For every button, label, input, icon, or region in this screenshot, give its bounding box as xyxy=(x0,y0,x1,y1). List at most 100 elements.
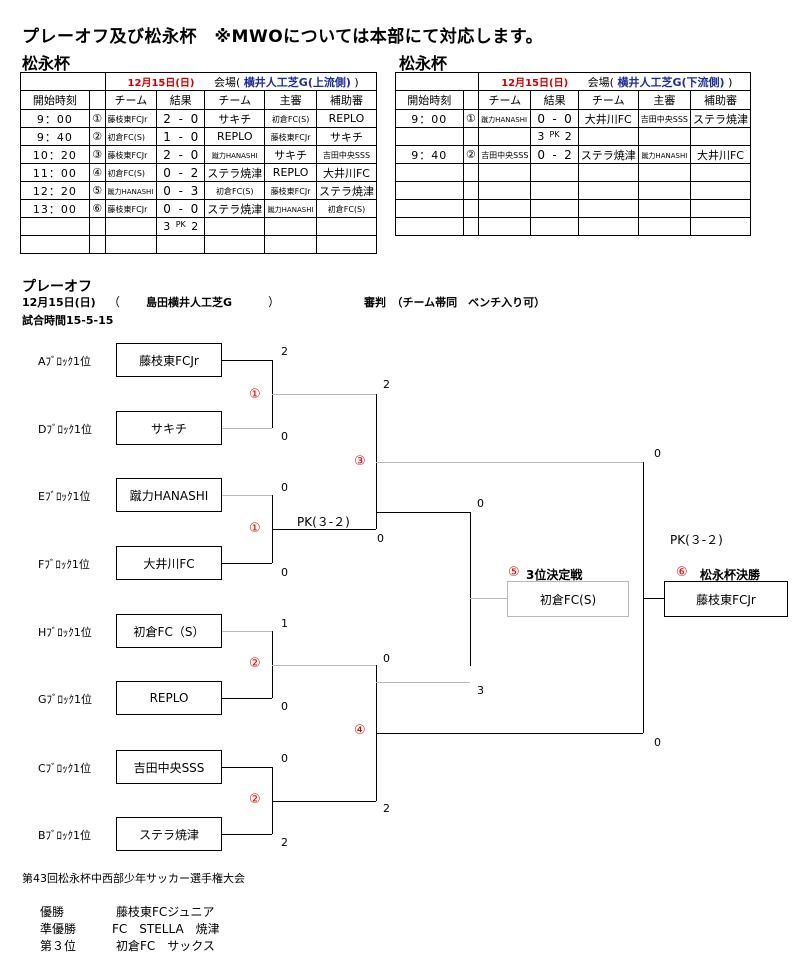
assistant-referee: REPLO xyxy=(328,112,365,125)
header-team2: チーム xyxy=(204,90,266,110)
match-number: ① xyxy=(465,112,476,125)
match-mark: ① xyxy=(249,387,261,402)
assistant-referee: 吉田中央SSS xyxy=(322,151,371,160)
final-score: 0 xyxy=(654,447,661,460)
venue-row: 12月15日(日) 会場( 横井人工芝G(下流側) ) xyxy=(394,72,751,91)
bracket-line xyxy=(272,800,376,802)
pk-label: PK xyxy=(175,220,186,229)
score-cell: 0-3 xyxy=(159,184,202,198)
r1-score: 0 xyxy=(281,430,288,443)
semi-score: 3 xyxy=(477,684,484,697)
venue-suffix: ) xyxy=(354,75,359,89)
bracket-line xyxy=(470,598,507,599)
score-cell: 0-2 xyxy=(533,148,575,162)
third-place-label: 3位決定戦 xyxy=(526,568,583,582)
match-number: ① xyxy=(92,112,103,125)
venue-suffix: ) xyxy=(728,75,733,89)
section-title-lower: 松永杯 xyxy=(399,54,448,73)
match-number: ② xyxy=(465,148,476,161)
header-row: 開始時刻 チーム 結果 チーム 主審 補助審 xyxy=(395,90,752,110)
rank-3-team: 初倉FC サックス xyxy=(116,939,215,953)
score-2: 0 xyxy=(190,129,199,144)
block-label: Cﾌﾞﾛｯｸ1位 xyxy=(38,762,92,775)
team-1: 藤枝東FCJr xyxy=(107,205,148,214)
score-dash: - xyxy=(178,165,183,180)
r2-score: 2 xyxy=(383,802,390,815)
team-1: 藤枝東FCJr xyxy=(107,151,148,160)
venue-name: 横井人工芝G(下流側) xyxy=(617,75,725,89)
score-cell: 0-0 xyxy=(533,112,575,126)
playoff-title: プレーオフ xyxy=(22,279,92,295)
section-title-upper: 松永杯 xyxy=(22,54,71,73)
rank-3: 第３位 xyxy=(40,939,77,953)
header-referee: 主審 xyxy=(264,90,317,110)
playoff-match-time: 試合時間15-5-15 xyxy=(22,314,114,327)
assistant-referee: ステラ焼津 xyxy=(692,112,748,126)
assistant-referee: 初倉FC(S) xyxy=(327,205,366,214)
team-1: 蹴力HANASHI xyxy=(481,116,528,124)
bracket-line xyxy=(222,631,272,632)
final-score: 0 xyxy=(654,736,661,749)
team-2: 蹴力HANASHI xyxy=(211,152,258,160)
pk-score: 3 PK 2 xyxy=(159,220,202,233)
score-1: 0 xyxy=(537,111,546,126)
match-mark: ② xyxy=(249,656,261,671)
r1-score: 0 xyxy=(281,752,288,765)
start-time: 9：40 xyxy=(36,130,73,144)
playoff-venue: 島田横井人工芝G xyxy=(146,296,233,309)
team-1: 初倉FC(S) xyxy=(107,133,146,142)
block-label: Aﾌﾞﾛｯｸ1位 xyxy=(38,355,92,368)
team-1: 藤枝東FCJr xyxy=(107,115,148,124)
third-place-team: 初倉FC(S) xyxy=(507,581,629,617)
table-row: 3 PK 2 xyxy=(20,217,378,236)
team-box: REPLO xyxy=(116,681,222,715)
bracket-line xyxy=(222,767,272,768)
rank-1: 優勝 xyxy=(40,905,65,919)
team-box: ステラ焼津 xyxy=(116,817,222,851)
score-cell: 2-0 xyxy=(159,112,202,126)
score-2: 0 xyxy=(190,201,199,216)
match-number: ⑤ xyxy=(92,184,103,197)
r1-score: 2 xyxy=(281,345,288,358)
referee: 藤枝東FCJr xyxy=(270,133,311,142)
r1-score: 1 xyxy=(281,617,288,630)
bracket-line xyxy=(376,394,377,529)
pk-label: PK(３-２) xyxy=(670,533,723,547)
team-2: ステラ焼津 xyxy=(207,202,263,216)
block-label: Eﾌﾞﾛｯｸ1位 xyxy=(38,490,91,503)
table-row xyxy=(395,217,752,236)
pk-label: PK(３-２) xyxy=(297,515,350,529)
schedule-table-upper: 12月15日(日) 会場( 横井人工芝G(上流側) ) 開始時刻 チーム 結果 … xyxy=(20,72,378,254)
team-2: サキチ xyxy=(218,112,252,126)
score-1: 1 xyxy=(163,129,171,144)
start-time: 11：00 xyxy=(32,166,77,180)
paren-open: （ xyxy=(108,295,121,309)
bracket-line xyxy=(222,428,272,429)
team-2: ステラ焼津 xyxy=(580,148,636,162)
semi-score: 0 xyxy=(477,497,484,510)
match-mark: ② xyxy=(249,792,261,807)
playoff-date: 12月15日(日) xyxy=(22,296,96,309)
start-time: 9：40 xyxy=(411,148,448,162)
pk-a: 3 xyxy=(163,220,171,233)
bracket-line xyxy=(222,834,272,835)
match-number: ② xyxy=(92,130,103,143)
date-label: 12月15日(日) xyxy=(501,77,569,89)
score-1: 0 xyxy=(163,165,171,180)
pk-b: 2 xyxy=(191,220,199,233)
score-cell: 1-0 xyxy=(159,130,202,144)
bracket-line xyxy=(470,512,471,666)
assistant-referee: ステラ焼津 xyxy=(318,184,374,198)
match-number: ④ xyxy=(92,166,103,179)
score-cell: 0-2 xyxy=(159,166,202,180)
assistant-referee: 大井川FC xyxy=(322,166,370,180)
score-dash: - xyxy=(178,201,183,216)
score-1: 0 xyxy=(163,183,171,198)
venue-name: 横井人工芝G(上流側) xyxy=(243,75,351,89)
score-2: 0 xyxy=(190,111,199,126)
referee: 藤枝東FCJr xyxy=(270,187,311,196)
